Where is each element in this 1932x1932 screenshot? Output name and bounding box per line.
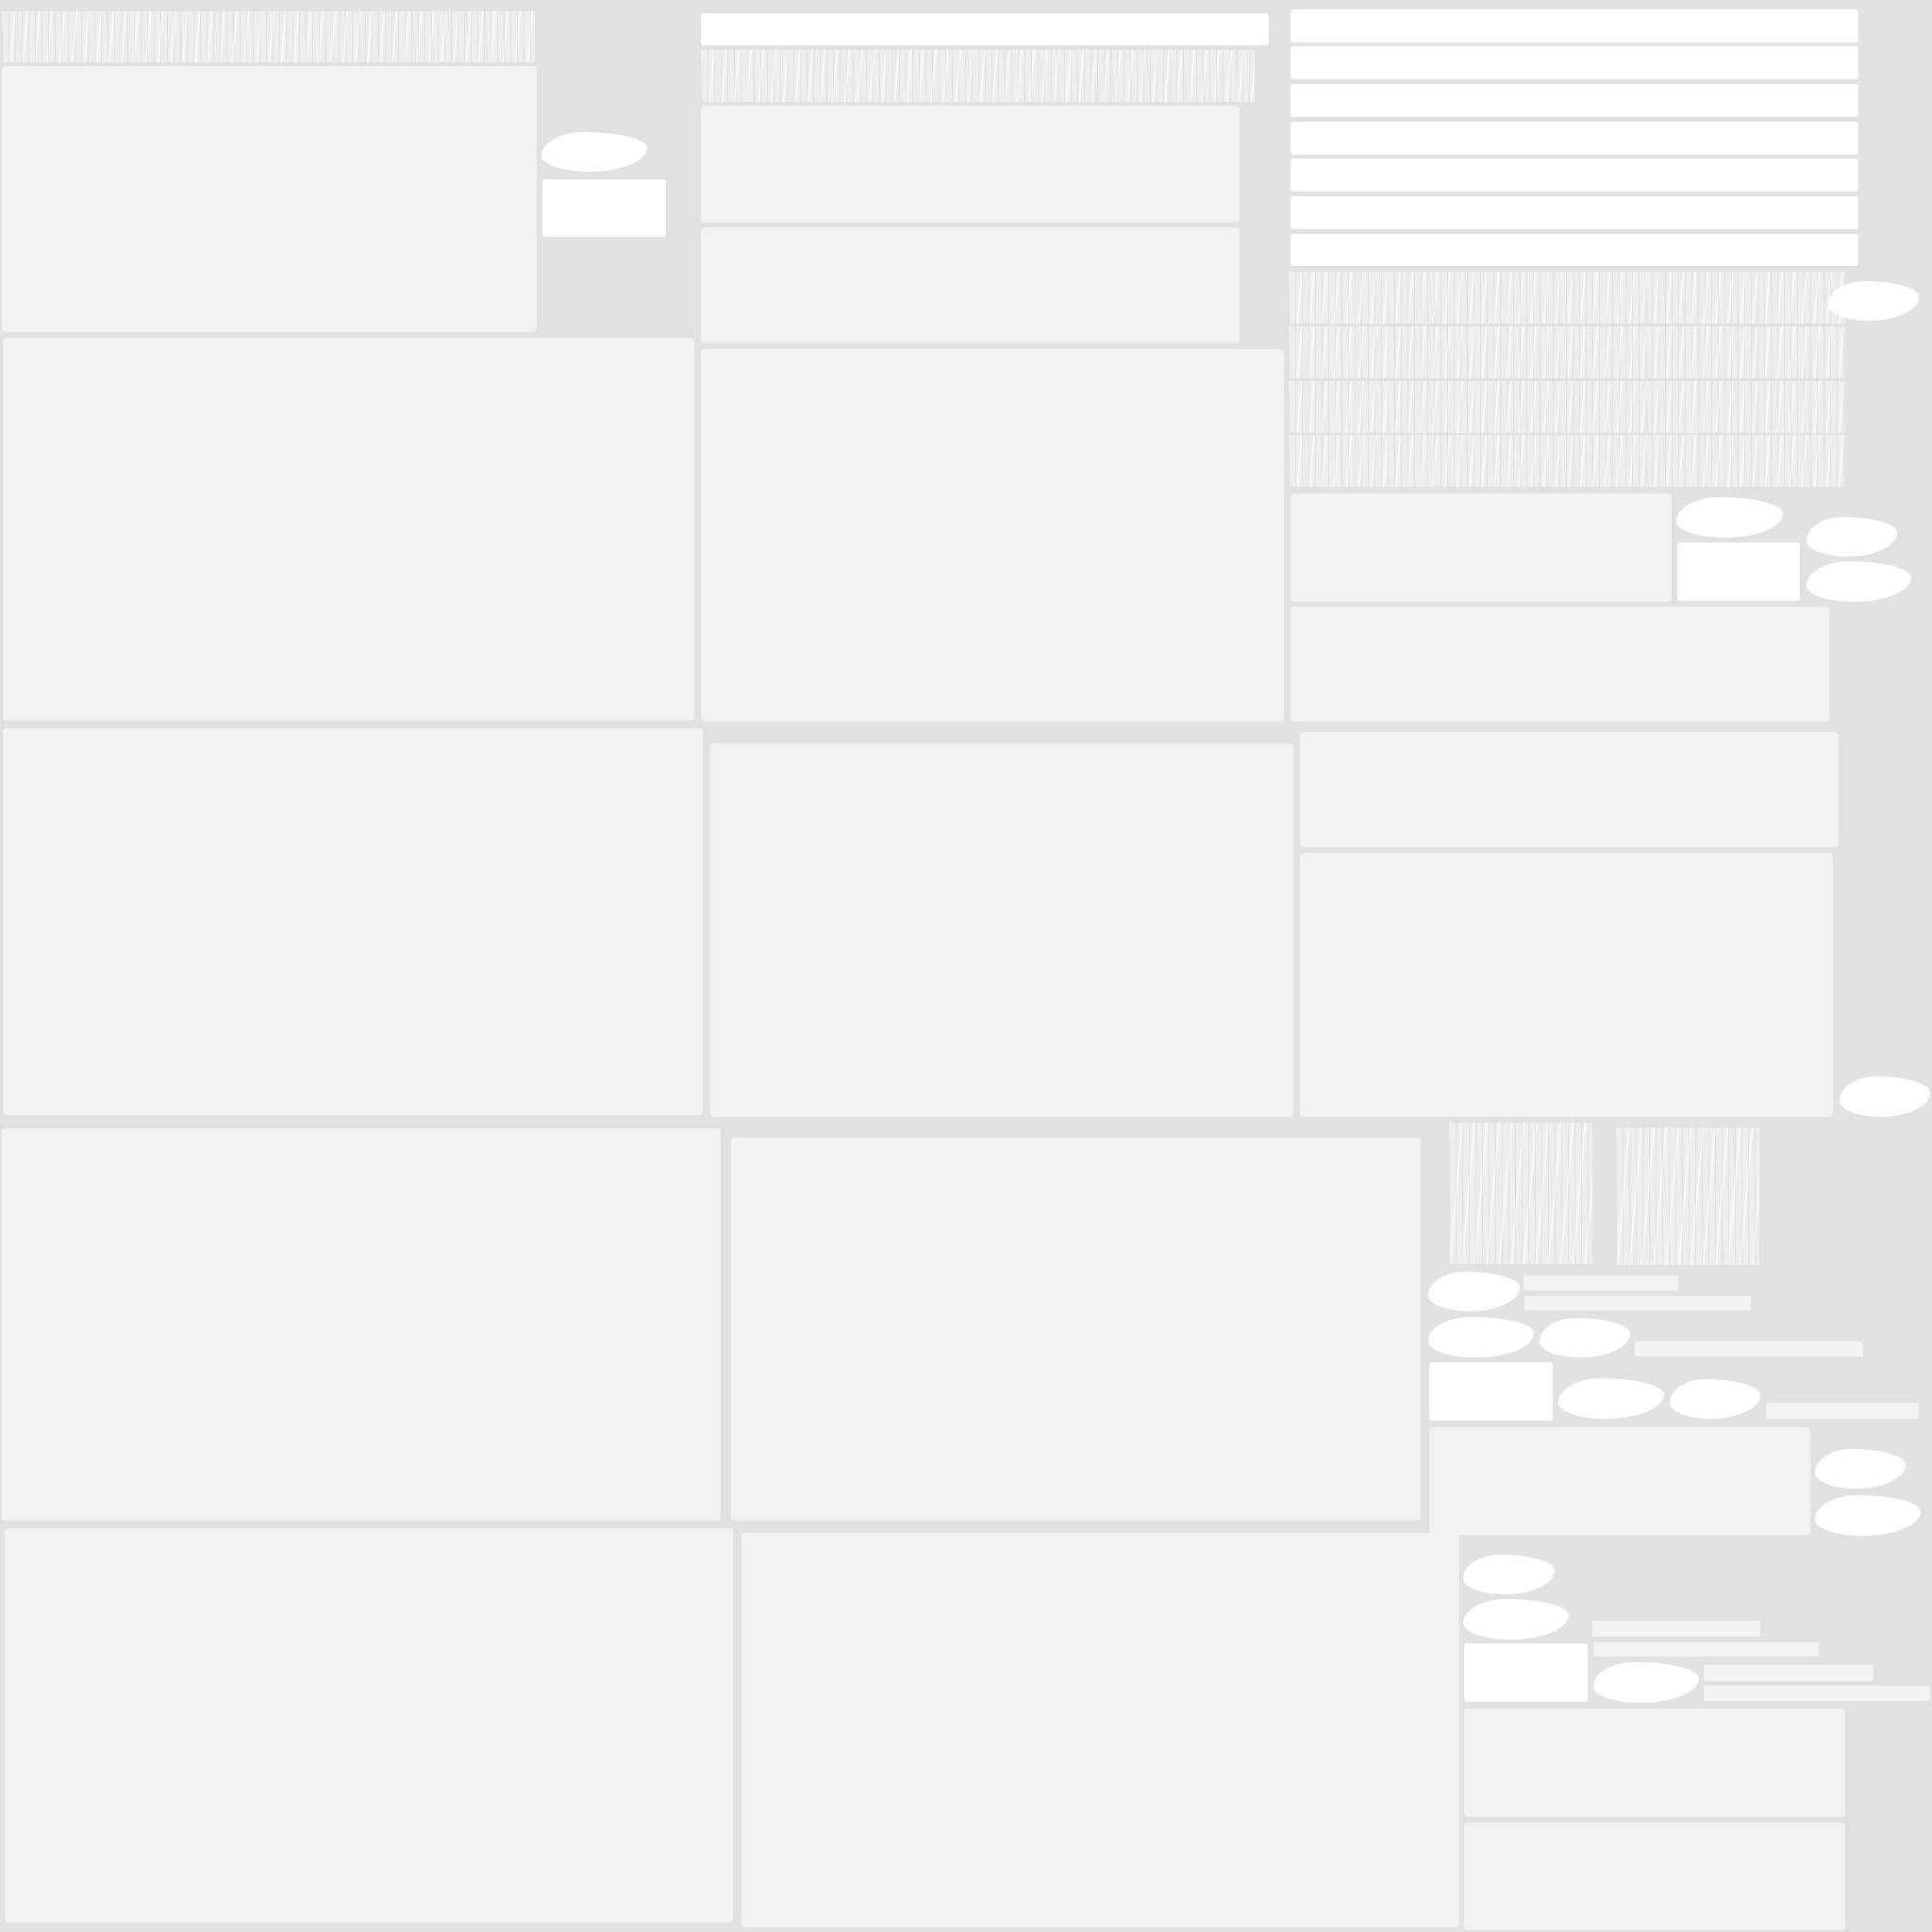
texture-panel xyxy=(1464,1823,1845,1930)
wood-grain-block xyxy=(1449,1123,1592,1264)
white-strip xyxy=(701,13,1269,45)
texture-panel xyxy=(710,743,1293,1117)
texture-panel xyxy=(701,349,1284,722)
uv-blob-island xyxy=(1540,1318,1630,1357)
white-strip xyxy=(1291,122,1858,155)
thin-strip xyxy=(1704,1686,1930,1701)
wood-grain-strip xyxy=(1289,326,1845,378)
texture-panel xyxy=(1291,493,1672,602)
uv-blob-island xyxy=(1676,497,1783,538)
thin-strip xyxy=(1593,1642,1819,1657)
wood-grain-block xyxy=(1616,1127,1759,1265)
texture-panel xyxy=(731,1138,1421,1521)
uv-blob-island xyxy=(1807,561,1911,602)
white-strip xyxy=(1291,196,1858,229)
thin-strip xyxy=(1704,1665,1874,1681)
uv-blob-island xyxy=(1815,1495,1921,1536)
wood-grain-strip xyxy=(1289,272,1845,324)
white-strip xyxy=(1291,46,1858,79)
wood-grain-strip xyxy=(701,50,1255,102)
thin-strip xyxy=(1592,1621,1760,1637)
white-strip xyxy=(1291,84,1858,117)
uv-blob-island xyxy=(1428,1272,1520,1311)
white-strip xyxy=(1291,158,1858,192)
uv-blob-island xyxy=(1558,1378,1664,1419)
texture-panel xyxy=(701,106,1240,223)
uv-blob-island xyxy=(1463,1599,1569,1640)
uv-blob-island xyxy=(1840,1076,1930,1117)
white-patch xyxy=(1677,542,1800,601)
texture-panel xyxy=(701,227,1240,343)
texture-panel xyxy=(3,338,694,721)
thin-strip xyxy=(1524,1275,1678,1291)
uv-blob-island xyxy=(1828,281,1919,321)
white-patch xyxy=(542,179,666,237)
texture-panel xyxy=(2,1128,721,1521)
texture-panel xyxy=(741,1533,1459,1927)
texture-panel xyxy=(2,66,537,332)
wood-grain-strip xyxy=(1289,381,1845,433)
uv-blob-island xyxy=(1670,1379,1760,1419)
texture-panel xyxy=(1429,1427,1810,1535)
texture-panel xyxy=(1464,1708,1845,1817)
white-strip xyxy=(1291,9,1858,42)
wood-grain-strip xyxy=(1289,435,1845,487)
wood-grain-strip xyxy=(2,11,535,62)
thin-strip xyxy=(1635,1341,1863,1357)
texture-panel xyxy=(1291,607,1829,722)
white-strip xyxy=(1291,234,1858,266)
uv-blob-island xyxy=(541,132,647,172)
texture-panel xyxy=(5,1528,733,1923)
uv-blob-island xyxy=(1593,1662,1699,1703)
uv-blob-island xyxy=(1807,517,1897,557)
thin-strip xyxy=(1524,1296,1751,1310)
white-patch xyxy=(1429,1362,1553,1421)
uv-blob-island xyxy=(1428,1317,1534,1357)
thin-strip xyxy=(1766,1403,1919,1419)
white-patch xyxy=(1464,1643,1588,1702)
texture-panel xyxy=(1300,853,1833,1117)
uv-blob-island xyxy=(1815,1449,1906,1489)
texture-panel xyxy=(3,728,703,1115)
uv-blob-island xyxy=(1463,1555,1555,1594)
texture-panel xyxy=(1300,732,1839,847)
